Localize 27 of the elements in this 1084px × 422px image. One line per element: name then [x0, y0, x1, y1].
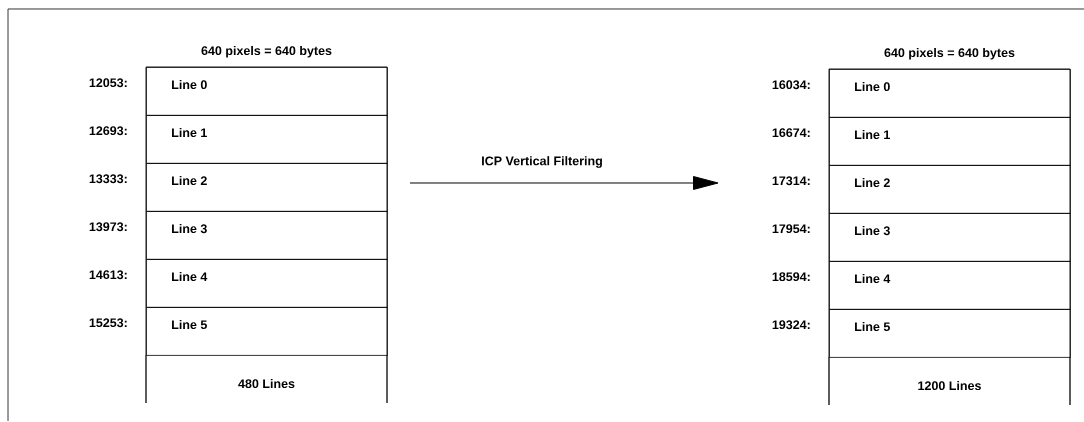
table-row: Line 5	[829, 309, 1071, 358]
address-label: 13973:	[89, 222, 127, 232]
address-label: 12053:	[89, 78, 127, 88]
table-row: Line 1	[146, 115, 388, 164]
table-row: Line 0	[829, 69, 1071, 118]
table-row: Line 1	[829, 117, 1071, 166]
address-label: 16034:	[772, 80, 810, 90]
table-row: Line 4	[146, 259, 388, 308]
address-label: 19324:	[772, 320, 810, 330]
table-row: Line 0	[146, 67, 388, 116]
address-label: 12693:	[89, 126, 127, 136]
address-label: 18594:	[772, 272, 810, 282]
address-label: 16674:	[772, 128, 810, 138]
table-row: Line 3	[829, 213, 1071, 262]
table-row: 1200 Lines	[828, 356, 1071, 406]
address-label: 17954:	[772, 224, 810, 234]
address-label: 17314:	[772, 176, 810, 186]
table-row: Line 2	[829, 165, 1071, 214]
process-label: ICP Vertical Filtering	[482, 156, 602, 168]
table-row: Line 4	[829, 261, 1071, 310]
address-label: 14613:	[89, 270, 127, 280]
address-label: 13333:	[89, 174, 127, 184]
table-row: Line 5	[146, 307, 388, 356]
table-row: 480 Lines	[145, 354, 388, 404]
table-row: Line 2	[146, 163, 388, 212]
address-label: 15253:	[89, 318, 127, 328]
table-row: Line 3	[146, 211, 388, 260]
